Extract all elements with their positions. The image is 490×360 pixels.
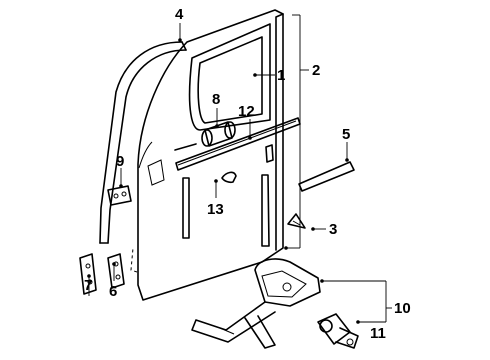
callout-12: 12 <box>238 103 255 120</box>
bracket-13-part <box>221 171 237 184</box>
weatherstrip-part <box>99 41 187 244</box>
callout-1: 1 <box>277 67 285 84</box>
callout-7: 7 <box>84 277 92 294</box>
callout-11: 11 <box>370 325 386 342</box>
callout-2: 2 <box>312 62 320 79</box>
leader-lines <box>88 14 392 323</box>
callout-6: 6 <box>109 283 117 300</box>
clip-3-part <box>287 213 306 229</box>
leader-dots <box>87 38 360 324</box>
callout-10: 10 <box>394 300 411 317</box>
callout-13: 13 <box>207 201 224 218</box>
inner-channels <box>147 144 274 247</box>
callout-4: 4 <box>175 6 184 23</box>
regulator-part <box>191 258 321 349</box>
window-glass-part <box>174 23 271 151</box>
actuator-part <box>201 121 236 147</box>
callout-5: 5 <box>342 126 350 143</box>
regulator-motor-part <box>317 313 359 349</box>
callout-labels: 4 1 2 8 12 5 3 9 7 6 13 10 11 <box>84 6 411 342</box>
hinge-6-part <box>107 253 125 289</box>
hinge-7-part <box>79 253 97 295</box>
door-shell-part <box>130 9 284 301</box>
callout-9: 9 <box>116 153 124 170</box>
callout-3: 3 <box>329 221 337 238</box>
channel-5-part <box>298 161 355 192</box>
callout-8: 8 <box>212 91 220 108</box>
